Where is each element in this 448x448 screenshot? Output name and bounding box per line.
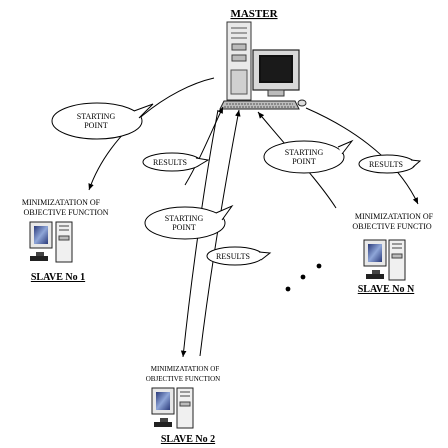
starting-point-label-2-line2: POINT	[172, 223, 196, 232]
slave-1-label: SLAVE No 1	[31, 272, 85, 283]
starting-point-bubble-2: STARTING POINT	[144, 204, 234, 240]
results-bubble-2: RESULTS	[206, 246, 272, 266]
starting-point-label-1-line2: POINT	[84, 121, 108, 130]
more-slaves-ellipsis	[285, 263, 322, 292]
starting-point-label-2-line1: STARTING	[165, 214, 204, 223]
slave-2-computer-icon	[151, 387, 194, 429]
slave-n-caption-line2: OBJECTIVE FUNCTIO	[352, 222, 432, 231]
slave-1-caption-line2: OBJECTIVE FUNCTION	[23, 208, 108, 217]
slave-n-label: SLAVE No N	[358, 284, 415, 295]
results-label-1: RESULTS	[153, 158, 187, 167]
starting-point-arrow-to-slave-1	[88, 77, 215, 191]
slave-n-caption-line1: MINIMIZATATION OF	[355, 212, 434, 221]
results-arrow-from-slave-2	[199, 109, 241, 357]
starting-point-label-1-line1: STARTING	[77, 112, 116, 121]
slave-1-computer-icon	[29, 221, 73, 263]
results-bubble-n: RESULTS	[358, 154, 422, 174]
starting-point-label-n-line2: POINT	[292, 157, 316, 166]
slave-1-caption-line1: MINIMIZATATION OF	[22, 198, 101, 207]
starting-point-label-n-line1: STARTING	[285, 148, 324, 157]
results-arrow-from-slave-1	[184, 106, 224, 186]
starting-point-arrow-to-slave-n	[305, 107, 419, 205]
slave-n-computer-icon	[363, 239, 406, 281]
master-label: MASTER	[230, 8, 278, 20]
slave-2-caption-line2: OBJECTIVE FUNCTION	[146, 375, 220, 383]
starting-point-bubble-1: STARTING POINT	[51, 102, 154, 140]
results-label-n: RESULTS	[369, 160, 403, 169]
master-computer-icon	[219, 21, 307, 110]
starting-point-bubble-n: STARTING POINT	[263, 139, 354, 174]
slave-2-caption-line1: MINIMIZATATION OF	[151, 365, 220, 373]
results-bubble-1: RESULTS	[142, 152, 210, 172]
results-label-2: RESULTS	[216, 252, 250, 261]
slave-2-label: SLAVE No 2	[161, 434, 215, 445]
